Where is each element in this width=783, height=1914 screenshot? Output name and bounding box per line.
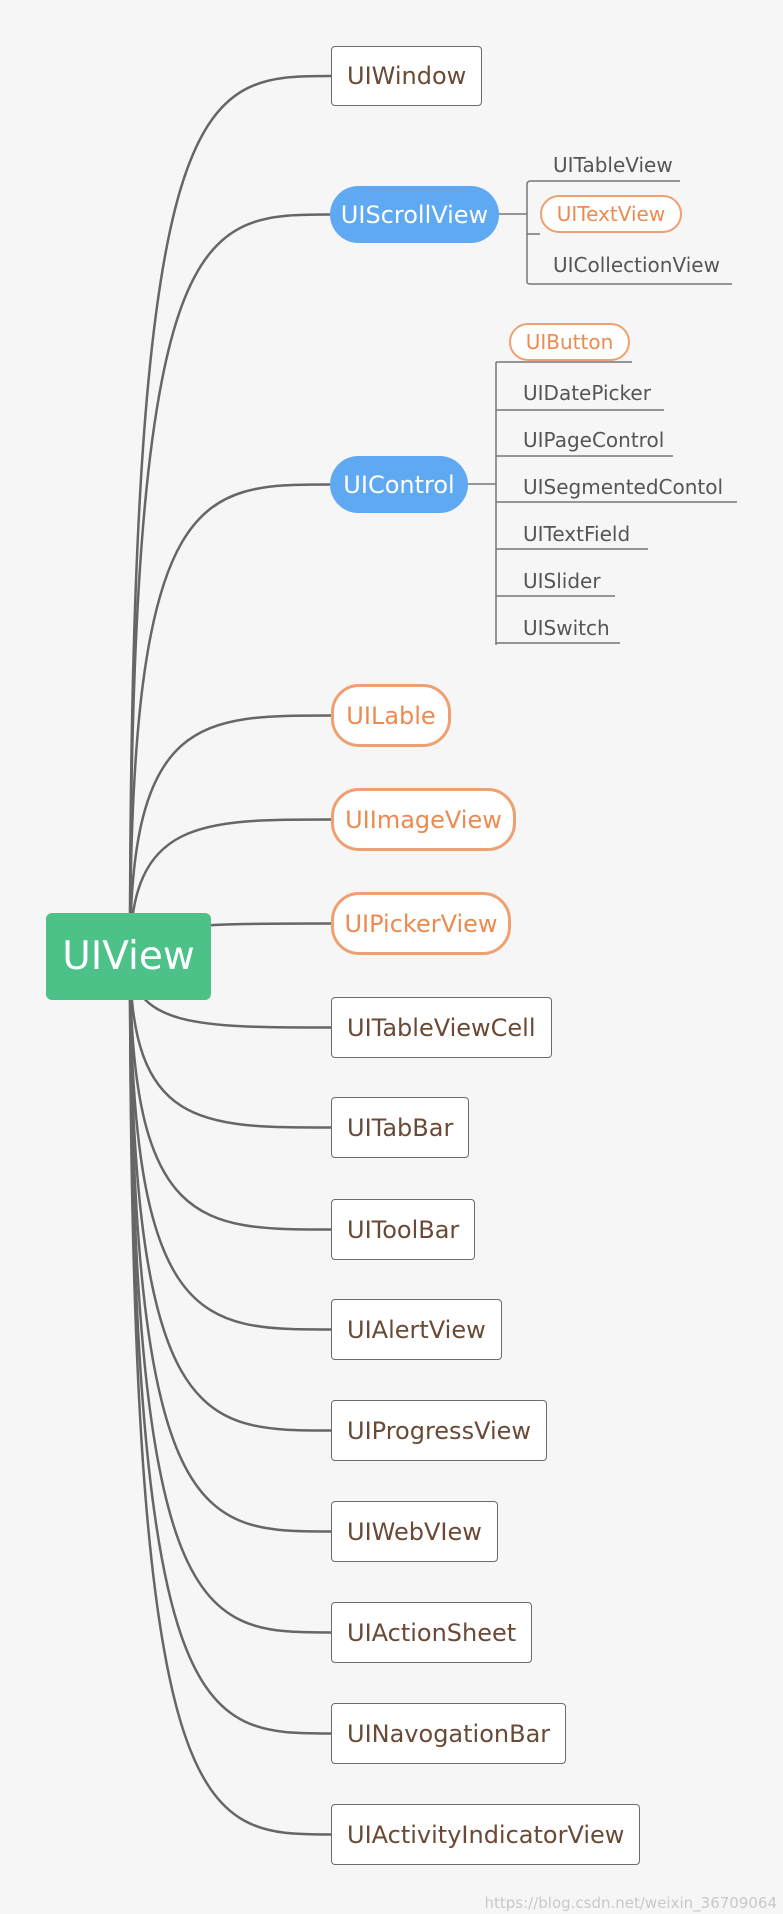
scrollview-child-uitextview[interactable]: UITextView: [540, 195, 682, 233]
scrollview-underline-0: [526, 180, 680, 185]
connector-node-uiprogressview: [128, 955, 332, 1432]
node-uiactivityindicatorview[interactable]: UIActivityIndicatorView: [331, 1804, 641, 1865]
connector-node-uinavogationbar: [128, 955, 332, 1735]
connector-node-uiwindow: [128, 74, 332, 957]
control-child-uidatepicker[interactable]: UIDatePicker: [523, 381, 651, 405]
root-node-uiview[interactable]: UIView: [46, 913, 211, 1000]
node-uialertview[interactable]: UIAlertView: [331, 1299, 502, 1360]
connector-node-uiscrollview: [128, 213, 331, 957]
control-child-uibutton[interactable]: UIButton: [509, 323, 630, 361]
control-child-uipagecontrol[interactable]: UIPageControl: [523, 428, 665, 452]
connector-node-uitoolbar: [128, 955, 332, 1231]
node-uitoolbar[interactable]: UIToolBar: [331, 1199, 476, 1260]
node-uiscrollview[interactable]: UIScrollView: [330, 186, 499, 243]
control-child-uiswitch[interactable]: UISwitch: [523, 616, 610, 640]
control-child-uisegmentedcontol[interactable]: UISegmentedContol: [523, 475, 724, 499]
node-uiactionsheet[interactable]: UIActionSheet: [331, 1602, 533, 1663]
connector-node-uiimageview: [128, 818, 332, 957]
node-uitabbar[interactable]: UITabBar: [331, 1097, 470, 1158]
node-uiimageview[interactable]: UIImageView: [331, 788, 516, 851]
connector-node-uilable: [128, 714, 332, 957]
node-uiprogressview[interactable]: UIProgressView: [331, 1400, 548, 1461]
watermark-text: https://blog.csdn.net/weixin_36709064: [484, 1894, 777, 1912]
control-child-uislider[interactable]: UISlider: [523, 569, 601, 593]
connector-node-uiwebview: [128, 955, 332, 1533]
node-uiwebview[interactable]: UIWebVIew: [331, 1501, 498, 1562]
scrollview-child-uitableview[interactable]: UITableView: [553, 153, 673, 177]
scrollview-child-uicollectionview[interactable]: UICollectionView: [553, 253, 720, 277]
node-uinavogationbar[interactable]: UINavogationBar: [331, 1703, 567, 1764]
scrollview-underline-2: [526, 281, 732, 285]
control-child-uitextfield[interactable]: UITextField: [523, 522, 631, 546]
connector-node-uitabbar: [128, 955, 332, 1129]
connector-node-uiactivityindicatorview: [128, 955, 332, 1836]
node-uipickerview[interactable]: UIPickerView: [331, 892, 511, 955]
connector-node-uialertview: [128, 955, 332, 1331]
node-uitableviewcell[interactable]: UITableViewCell: [331, 997, 552, 1058]
node-uilable[interactable]: UILable: [331, 684, 451, 747]
node-uiwindow[interactable]: UIWindow: [331, 46, 483, 106]
connector-node-uicontrol: [128, 483, 331, 957]
node-uicontrol[interactable]: UIControl: [330, 456, 468, 513]
